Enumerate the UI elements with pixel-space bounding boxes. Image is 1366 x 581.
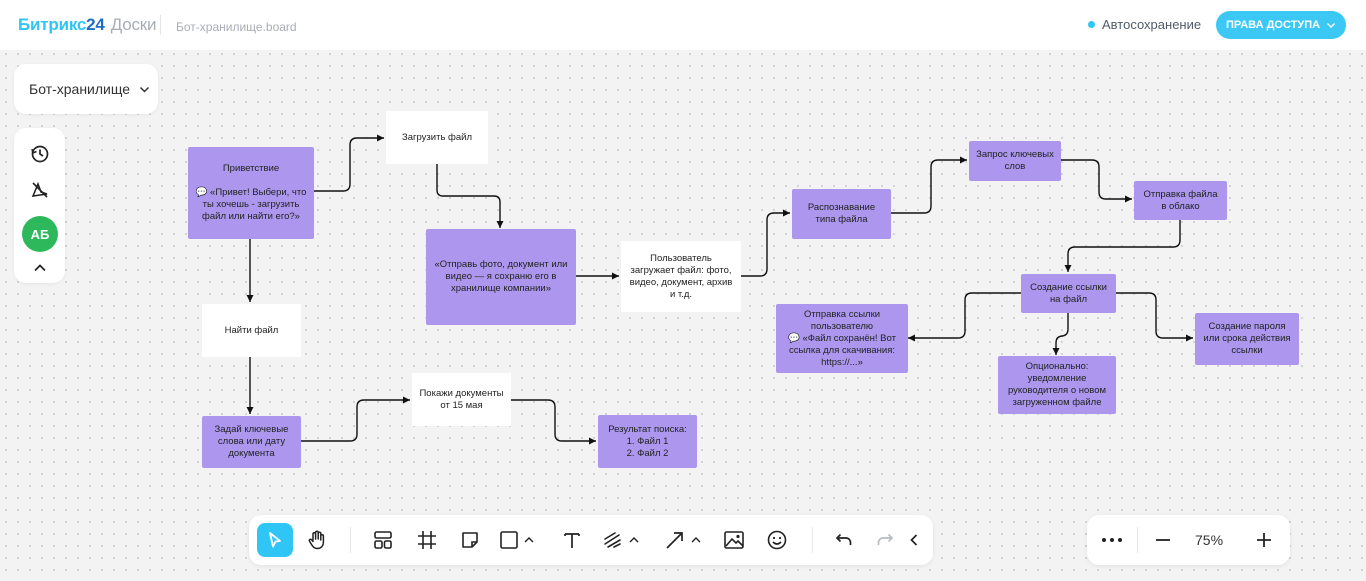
redo-icon: [877, 533, 894, 545]
image-icon: [724, 531, 744, 549]
node-search-result[interactable]: Результат поиска: 1. Файл 1 2. Файл 2: [598, 415, 697, 468]
connector-lines: [246, 134, 1193, 445]
plus-icon: [1257, 533, 1271, 547]
frame-tool-button[interactable]: [409, 523, 445, 557]
logo-product: Доски: [110, 15, 157, 34]
emoji-tool-button[interactable]: [759, 523, 795, 557]
node-create-password[interactable]: Создание пароля или срока действия ссылк…: [1195, 313, 1299, 365]
arrow-icon: [666, 532, 701, 549]
bottom-toolbar: [249, 515, 933, 565]
chevron-down-icon: [1327, 23, 1336, 28]
square-icon: [500, 531, 534, 549]
toolbar-divider: [350, 527, 351, 553]
zoom-in-button[interactable]: [1247, 523, 1281, 557]
node-send-to-cloud[interactable]: Отправка файла в облако: [1134, 181, 1227, 220]
hand-tool-button[interactable]: [299, 523, 335, 557]
node-ask-keywords[interactable]: Задай ключевые слова или дату документа: [202, 416, 301, 468]
zoom-panel: 75%: [1087, 515, 1290, 565]
collapse-toolbar-button[interactable]: [901, 523, 927, 557]
logo-brand: Битрикс: [18, 15, 87, 34]
board-selector-label: Бот-хранилище: [29, 81, 131, 97]
node-user-uploads[interactable]: Пользователь загружает файл: фото, видео…: [621, 241, 741, 312]
more-options-button[interactable]: [1095, 523, 1129, 557]
access-rights-label: ПРАВА ДОСТУПА: [1225, 19, 1321, 31]
frame-icon: [418, 531, 436, 549]
logo-number: 24: [86, 15, 105, 34]
board-file-name: Бот-хранилище.board: [176, 20, 297, 34]
node-upload-file[interactable]: Загрузить файл: [386, 111, 488, 164]
text-tool-button[interactable]: [554, 523, 590, 557]
node-send-photo-prompt[interactable]: «Отправь фото, документ или видео — я со…: [426, 229, 576, 325]
chevron-down-icon: [139, 86, 150, 93]
hand-icon: [308, 530, 325, 550]
access-rights-button[interactable]: ПРАВА ДОСТУПА: [1216, 11, 1346, 39]
layout-icon: [374, 531, 392, 549]
select-tool-button[interactable]: [257, 523, 293, 557]
node-send-link[interactable]: Отправка ссылки пользователю 💬 «Файл сох…: [776, 304, 908, 373]
cursor-arrow-icon: [269, 532, 281, 548]
redo-button[interactable]: [868, 523, 904, 557]
connector-tool-button[interactable]: [661, 523, 709, 557]
zoom-divider: [1137, 527, 1138, 553]
chevron-left-icon: [910, 534, 918, 546]
user-avatar[interactable]: АБ: [22, 216, 58, 252]
node-optional-notify[interactable]: Опционально: уведомление руководителя о …: [998, 356, 1116, 414]
autosave-status: Автосохранение: [1088, 17, 1201, 32]
top-header: Битрикс 24 Доски Бот-хранилище.board Авт…: [0, 0, 1366, 50]
undo-button[interactable]: [825, 523, 861, 557]
pen-scribble-icon: [604, 532, 639, 548]
autosave-dot-icon: [1088, 21, 1095, 28]
left-tool-panel: АБ: [14, 128, 65, 283]
history-icon[interactable]: [27, 141, 53, 167]
header-divider: [160, 15, 161, 35]
undo-icon: [835, 533, 852, 545]
board-canvas[interactable]: Приветствие 💬 «Привет! Выбери, что ты хо…: [0, 50, 1366, 581]
minus-icon: [1156, 539, 1170, 541]
templates-tool-button[interactable]: [365, 523, 401, 557]
node-create-link[interactable]: Создание ссылки на файл: [1021, 274, 1116, 313]
zoom-level: 75%: [1195, 532, 1224, 548]
sticky-note-icon: [462, 532, 478, 548]
autosave-label: Автосохранение: [1102, 17, 1202, 32]
chevron-up-icon[interactable]: [27, 255, 53, 281]
shape-tool-button[interactable]: [496, 523, 542, 557]
bitrix-logo[interactable]: Битрикс 24 Доски: [18, 15, 156, 35]
node-greeting[interactable]: Приветствие 💬 «Привет! Выбери, что ты хо…: [188, 147, 314, 239]
node-recognize-type[interactable]: Распознавание типа файла: [792, 189, 891, 239]
smile-icon: [767, 530, 787, 550]
node-keywords-request[interactable]: Запрос ключевых слов: [969, 141, 1061, 181]
zoom-out-button[interactable]: [1146, 523, 1180, 557]
text-icon: [564, 533, 580, 548]
pen-tool-button[interactable]: [599, 523, 647, 557]
toolbar-divider: [812, 527, 813, 553]
sticker-tool-button[interactable]: [452, 523, 488, 557]
cursor-off-icon[interactable]: [27, 177, 53, 203]
node-find-file[interactable]: Найти файл: [202, 304, 301, 357]
image-tool-button[interactable]: [716, 523, 752, 557]
more-dots-icon: [1102, 538, 1122, 542]
board-selector[interactable]: Бот-хранилище: [14, 64, 158, 114]
node-example-query[interactable]: Покажи документы от 15 мая: [412, 373, 511, 426]
